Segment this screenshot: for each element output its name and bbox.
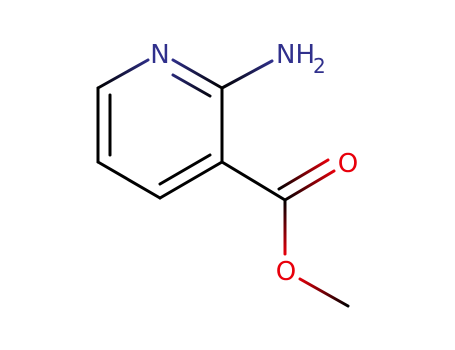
bond-n1-c2-inner: [171, 73, 212, 98]
amino-group-label: NH: [276, 40, 315, 70]
bonds: [96, 58, 350, 308]
carbonyl-oxygen-label: O: [338, 149, 358, 179]
bond-c2-nh2: [220, 59, 274, 90]
ring-nitrogen-label: N: [150, 40, 169, 70]
bond-c3-c4-inner: [158, 153, 212, 186]
ester-oxygen-label: O: [276, 257, 296, 287]
bond-n1-c2: [171, 58, 224, 90]
amino-subscript-label: 2: [313, 54, 326, 78]
bond-c3-c4: [158, 160, 224, 200]
bond-carbonyl-double-1: [283, 169, 336, 202]
bond-c3-carbonyl-c: [220, 160, 287, 202]
bond-c4-c5: [96, 160, 162, 200]
bond-ester-o-methyl: [298, 277, 350, 308]
bond-c6-n1: [96, 58, 150, 90]
bond-carbonyl-double-2: [277, 158, 330, 191]
atom-labels: N NH 2 O O: [150, 40, 358, 287]
